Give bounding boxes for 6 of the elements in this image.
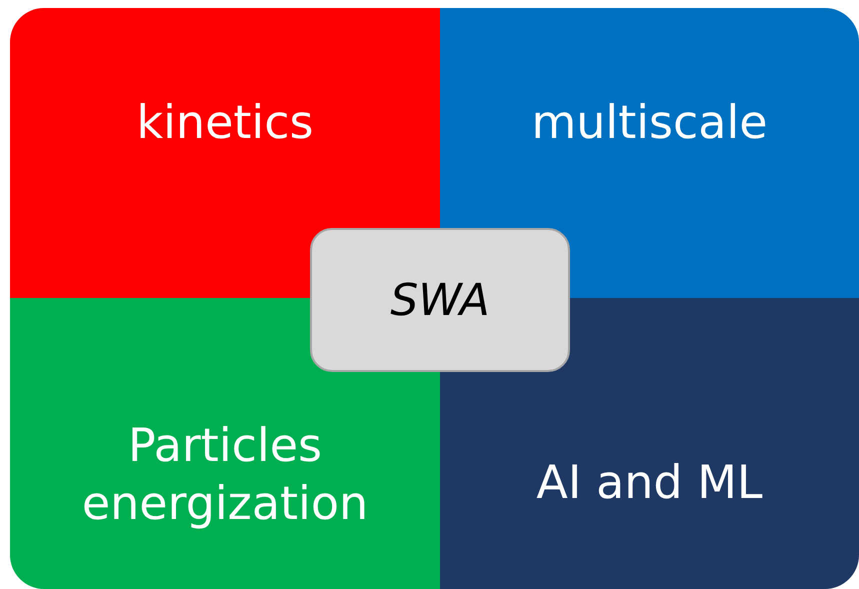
quadrant-label: multiscale	[530, 94, 769, 151]
quadrant-label: AI and ML	[535, 454, 764, 511]
quadrant-label: kinetics	[136, 94, 314, 151]
quadrant-label: Particles energization	[80, 417, 370, 532]
center-box	[310, 228, 570, 372]
center-label: SWA	[390, 274, 490, 326]
